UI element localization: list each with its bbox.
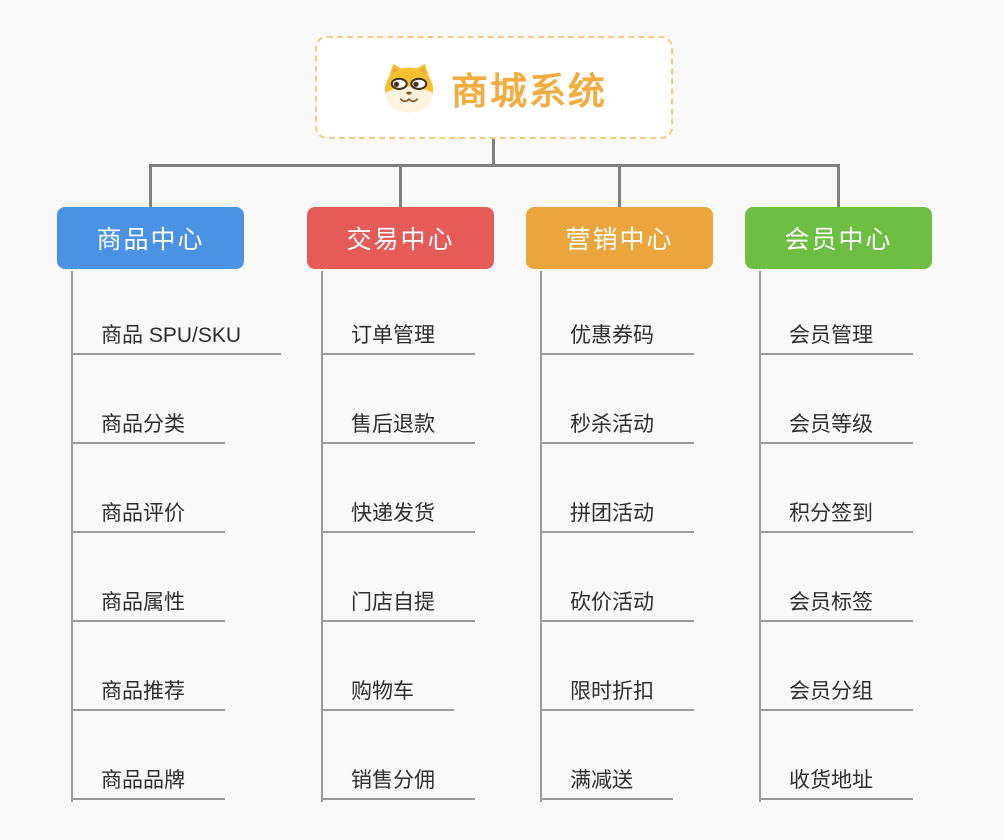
- branch-children-member-center: 会员管理 会员等级 积分签到 会员标签 会员分组 收货地址: [759, 269, 913, 802]
- topic-item[interactable]: 优惠券码: [540, 313, 694, 355]
- topic-item[interactable]: 门店自提: [321, 580, 475, 622]
- topic-item[interactable]: 满减送: [540, 758, 673, 800]
- child-connector-line: [321, 271, 323, 802]
- topic-item[interactable]: 商品品牌: [71, 758, 225, 800]
- topic-item[interactable]: 售后退款: [321, 402, 475, 444]
- child-connector-line: [540, 271, 542, 802]
- branch-node-trade-center[interactable]: 交易中心: [307, 207, 494, 269]
- topic-item[interactable]: 购物车: [321, 669, 454, 711]
- branch-children-trade-center: 订单管理 售后退款 快递发货 门店自提 购物车 销售分佣: [321, 269, 475, 802]
- root-topic-title: 商城系统: [451, 70, 607, 112]
- topic-item[interactable]: 商品分类: [71, 402, 225, 444]
- child-connector-line: [759, 271, 761, 802]
- topic-item[interactable]: 拼团活动: [540, 491, 694, 533]
- topic-item[interactable]: 砍价活动: [540, 580, 694, 622]
- topic-item[interactable]: 商品推荐: [71, 669, 225, 711]
- branch-children-product-center: 商品 SPU/SKU 商品分类 商品评价 商品属性 商品推荐 商品品牌: [71, 269, 282, 802]
- child-connector-line: [71, 271, 73, 802]
- connector-drop: [618, 164, 621, 208]
- topic-item[interactable]: 会员管理: [759, 313, 913, 355]
- branch-children-marketing-center: 优惠券码 秒杀活动 拼团活动 砍价活动 限时折扣 满减送: [540, 269, 694, 802]
- topic-item[interactable]: 商品评价: [71, 491, 225, 533]
- topic-item[interactable]: 秒杀活动: [540, 402, 694, 444]
- root-connector-stem: [492, 139, 495, 166]
- topic-item[interactable]: 会员分组: [759, 669, 913, 711]
- connector-drop: [399, 164, 402, 208]
- topic-item[interactable]: 快递发货: [321, 491, 475, 533]
- connector-drop: [149, 164, 152, 208]
- topic-item[interactable]: 限时折扣: [540, 669, 694, 711]
- branch-node-member-center[interactable]: 会员中心: [745, 207, 932, 269]
- branch-node-product-center[interactable]: 商品中心: [57, 207, 244, 269]
- topic-item[interactable]: 商品属性: [71, 580, 225, 622]
- topic-item[interactable]: 订单管理: [321, 313, 475, 355]
- topic-item[interactable]: 会员等级: [759, 402, 913, 444]
- topic-item[interactable]: 会员标签: [759, 580, 913, 622]
- topic-item[interactable]: 积分签到: [759, 491, 913, 533]
- connector-drop: [837, 164, 840, 208]
- branch-connector-bar: [149, 164, 840, 167]
- topic-item[interactable]: 商品 SPU/SKU: [71, 313, 282, 355]
- topic-item[interactable]: 销售分佣: [321, 758, 475, 800]
- shiba-doge-icon: [384, 63, 434, 112]
- branch-node-marketing-center[interactable]: 营销中心: [526, 207, 713, 269]
- root-topic-node[interactable]: 商城系统: [315, 36, 673, 139]
- topic-item[interactable]: 收货地址: [759, 758, 913, 800]
